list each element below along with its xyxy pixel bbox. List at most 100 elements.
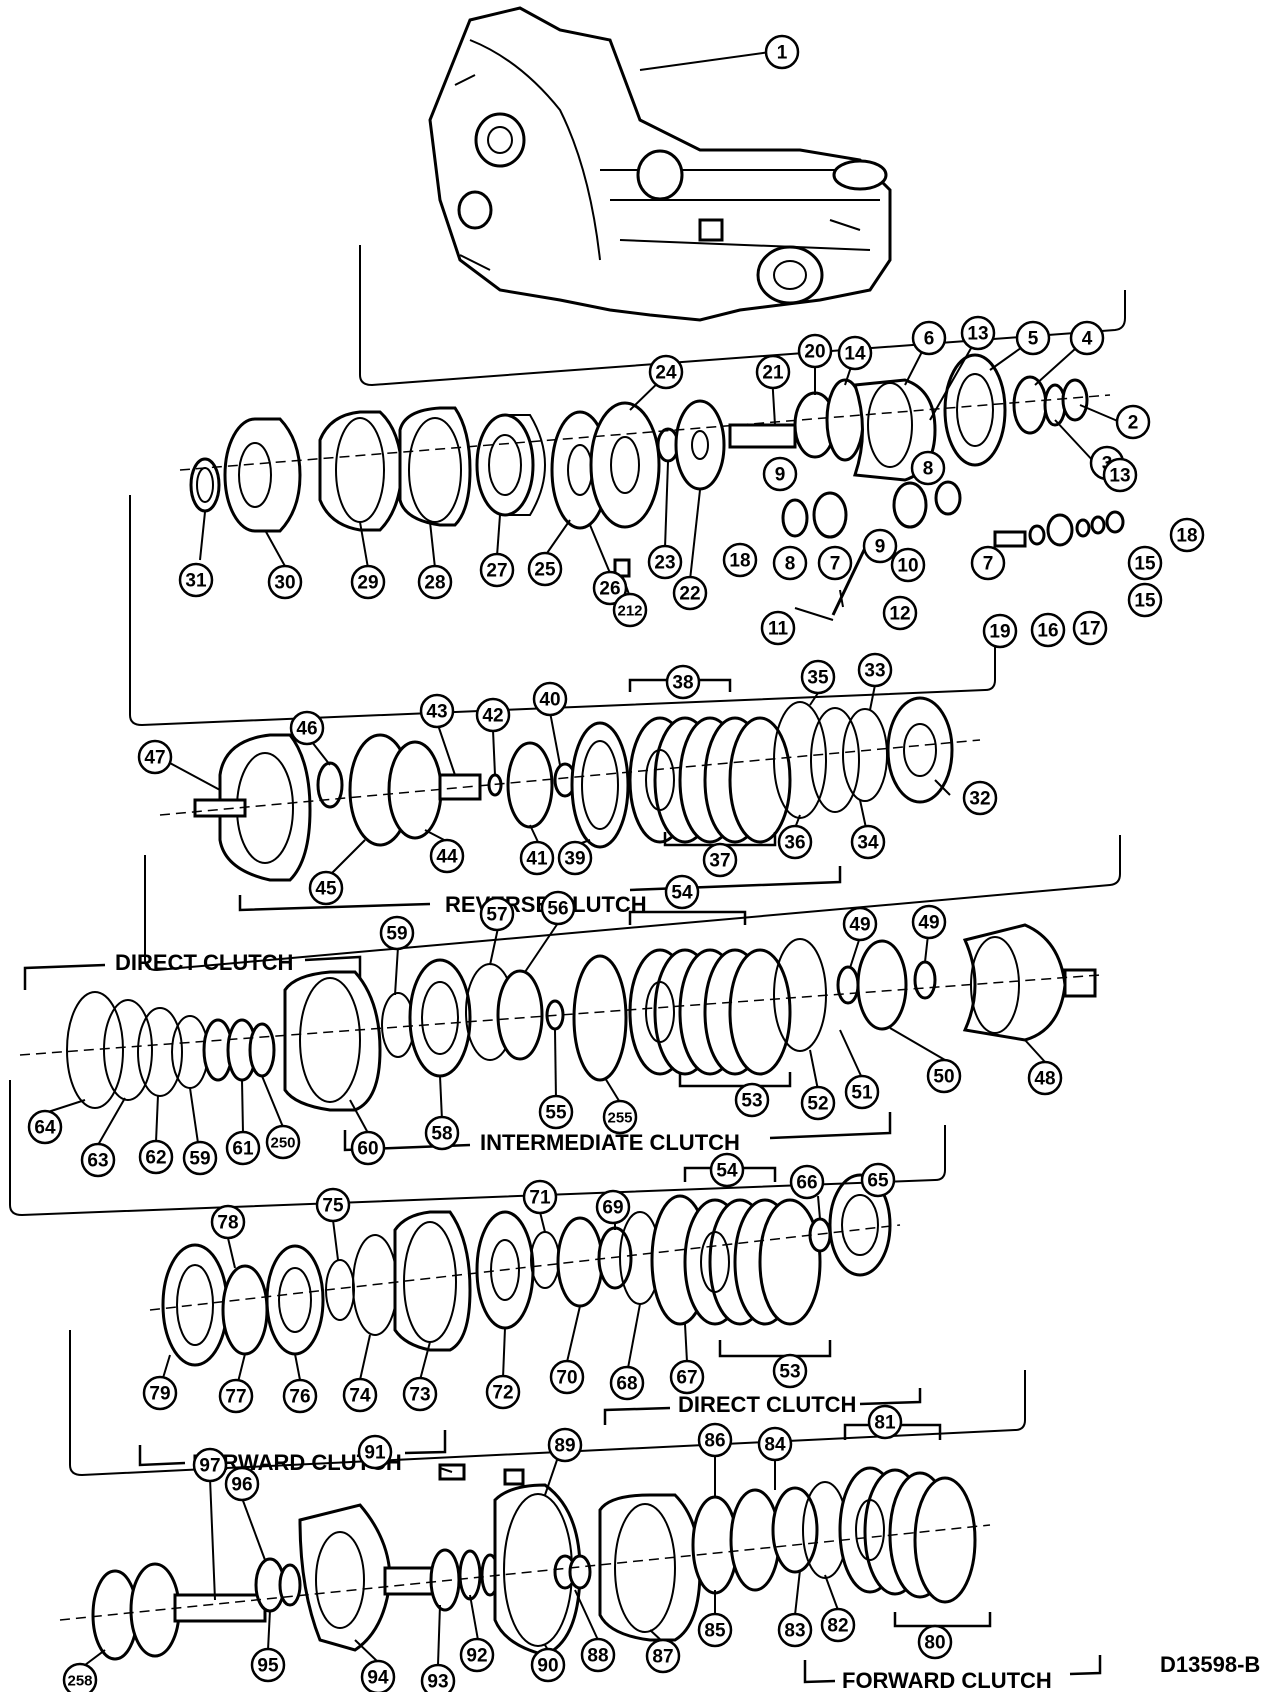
callout-number: 16 [1037, 621, 1058, 642]
row2-parts [193, 696, 954, 882]
callout-circle [755, 354, 791, 390]
callout-76: 76 [282, 1378, 318, 1414]
callout-number: 68 [616, 1374, 637, 1395]
callout-1: 1 [764, 34, 800, 70]
callout-circle [777, 1612, 813, 1648]
callout-number: 43 [426, 702, 447, 723]
callout-250: 250 [265, 1124, 301, 1160]
callout-91: 91 [357, 1434, 393, 1470]
callout-circle [250, 1647, 286, 1683]
callout-number: 19 [989, 622, 1010, 643]
callout-circle [772, 1353, 808, 1389]
callout-61: 61 [225, 1130, 261, 1166]
callout-8: 8 [772, 545, 808, 581]
callout-circle [519, 840, 555, 876]
callout-258: 258 [62, 1662, 98, 1692]
callout-circle [350, 564, 386, 600]
callout-circle [429, 838, 465, 874]
callout-number: 80 [924, 1633, 945, 1654]
callout-8: 8 [910, 450, 946, 486]
callout-49: 49 [911, 904, 947, 940]
callout-circle [342, 1377, 378, 1413]
callout-7: 7 [817, 545, 853, 581]
callout-number: 54 [671, 883, 693, 904]
callout-number: 51 [851, 1083, 873, 1104]
callout-number: 27 [486, 561, 507, 582]
callout-78: 78 [210, 1204, 246, 1240]
callout-number: 77 [225, 1387, 246, 1408]
callout-40: 40 [532, 681, 568, 717]
callout-number: 21 [762, 363, 784, 384]
callout-number: 78 [217, 1213, 238, 1234]
callout-63: 63 [80, 1142, 116, 1178]
clutch-brackets: REVERSE CLUTCH DIRECT CLUTCH INTERMEDIAT… [23, 678, 1102, 1692]
callout-46: 46 [289, 710, 325, 746]
callout-circle [645, 1638, 681, 1674]
callout-circle [138, 1139, 174, 1175]
callout-39: 39 [557, 840, 593, 876]
callout-circle [882, 595, 918, 631]
callout-12: 12 [882, 595, 918, 631]
callout-circle [532, 681, 568, 717]
callout-number: 32 [969, 789, 990, 810]
callout-circle [960, 315, 996, 351]
callout-number: 40 [539, 690, 560, 711]
callout-circle [289, 710, 325, 746]
callout-circle [648, 354, 684, 390]
callout-number: 22 [679, 584, 700, 605]
callout-number: 54 [716, 1161, 738, 1182]
callout-number: 81 [874, 1413, 896, 1434]
callout-circle [350, 1130, 386, 1166]
callout-number: 18 [729, 551, 750, 572]
callout-number: 93 [427, 1672, 448, 1692]
callout-36: 36 [777, 824, 813, 860]
callout-number: 7 [983, 554, 994, 575]
callout-79: 79 [142, 1375, 178, 1411]
callout-number: 12 [889, 604, 910, 625]
callout-circle [820, 1607, 856, 1643]
callout-57: 57 [479, 896, 515, 932]
callout-82: 82 [820, 1607, 856, 1643]
callout-number: 42 [482, 706, 503, 727]
callout-number: 53 [741, 1091, 762, 1112]
callout-58: 58 [424, 1115, 460, 1151]
row1-parts [189, 353, 1125, 616]
callout-circle [1027, 1060, 1063, 1096]
callout-62: 62 [138, 1139, 174, 1175]
callout-circle [760, 610, 796, 646]
callout-75: 75 [315, 1187, 351, 1223]
callout-48: 48 [1027, 1060, 1063, 1096]
callout-circle [402, 1376, 438, 1412]
callout-circle [911, 320, 947, 356]
callout-circle [890, 547, 926, 583]
callout-43: 43 [419, 693, 455, 729]
callout-number: 14 [844, 344, 866, 365]
callout-circle [962, 780, 998, 816]
row5-parts [91, 1463, 977, 1661]
callout-circle [142, 1375, 178, 1411]
callout-number: 17 [1079, 619, 1100, 640]
callout-circle [1030, 612, 1066, 648]
callout-number: 55 [545, 1103, 567, 1124]
callout-number: 66 [796, 1173, 817, 1194]
callout-circle [764, 34, 800, 70]
label-direct-clutch-2: DIRECT CLUTCH [678, 1392, 856, 1417]
callout-7: 7 [970, 545, 1006, 581]
callout-circle [475, 697, 511, 733]
callout-circle [218, 1378, 254, 1414]
callout-number: 49 [918, 913, 939, 934]
callout-number: 39 [564, 849, 585, 870]
callout-number: 28 [424, 573, 445, 594]
callout-number: 85 [704, 1621, 726, 1642]
callout-35: 35 [800, 659, 836, 695]
callout-number: 26 [599, 579, 620, 600]
callout-31: 31 [178, 562, 214, 598]
callout-71: 71 [522, 1179, 558, 1215]
callout-77: 77 [218, 1378, 254, 1414]
callout-number: 49 [849, 915, 870, 936]
callout-circle [308, 870, 344, 906]
callout-circle [612, 592, 648, 628]
callout-number: 37 [709, 851, 730, 872]
callout-13: 13 [960, 315, 996, 351]
callout-68: 68 [609, 1365, 645, 1401]
